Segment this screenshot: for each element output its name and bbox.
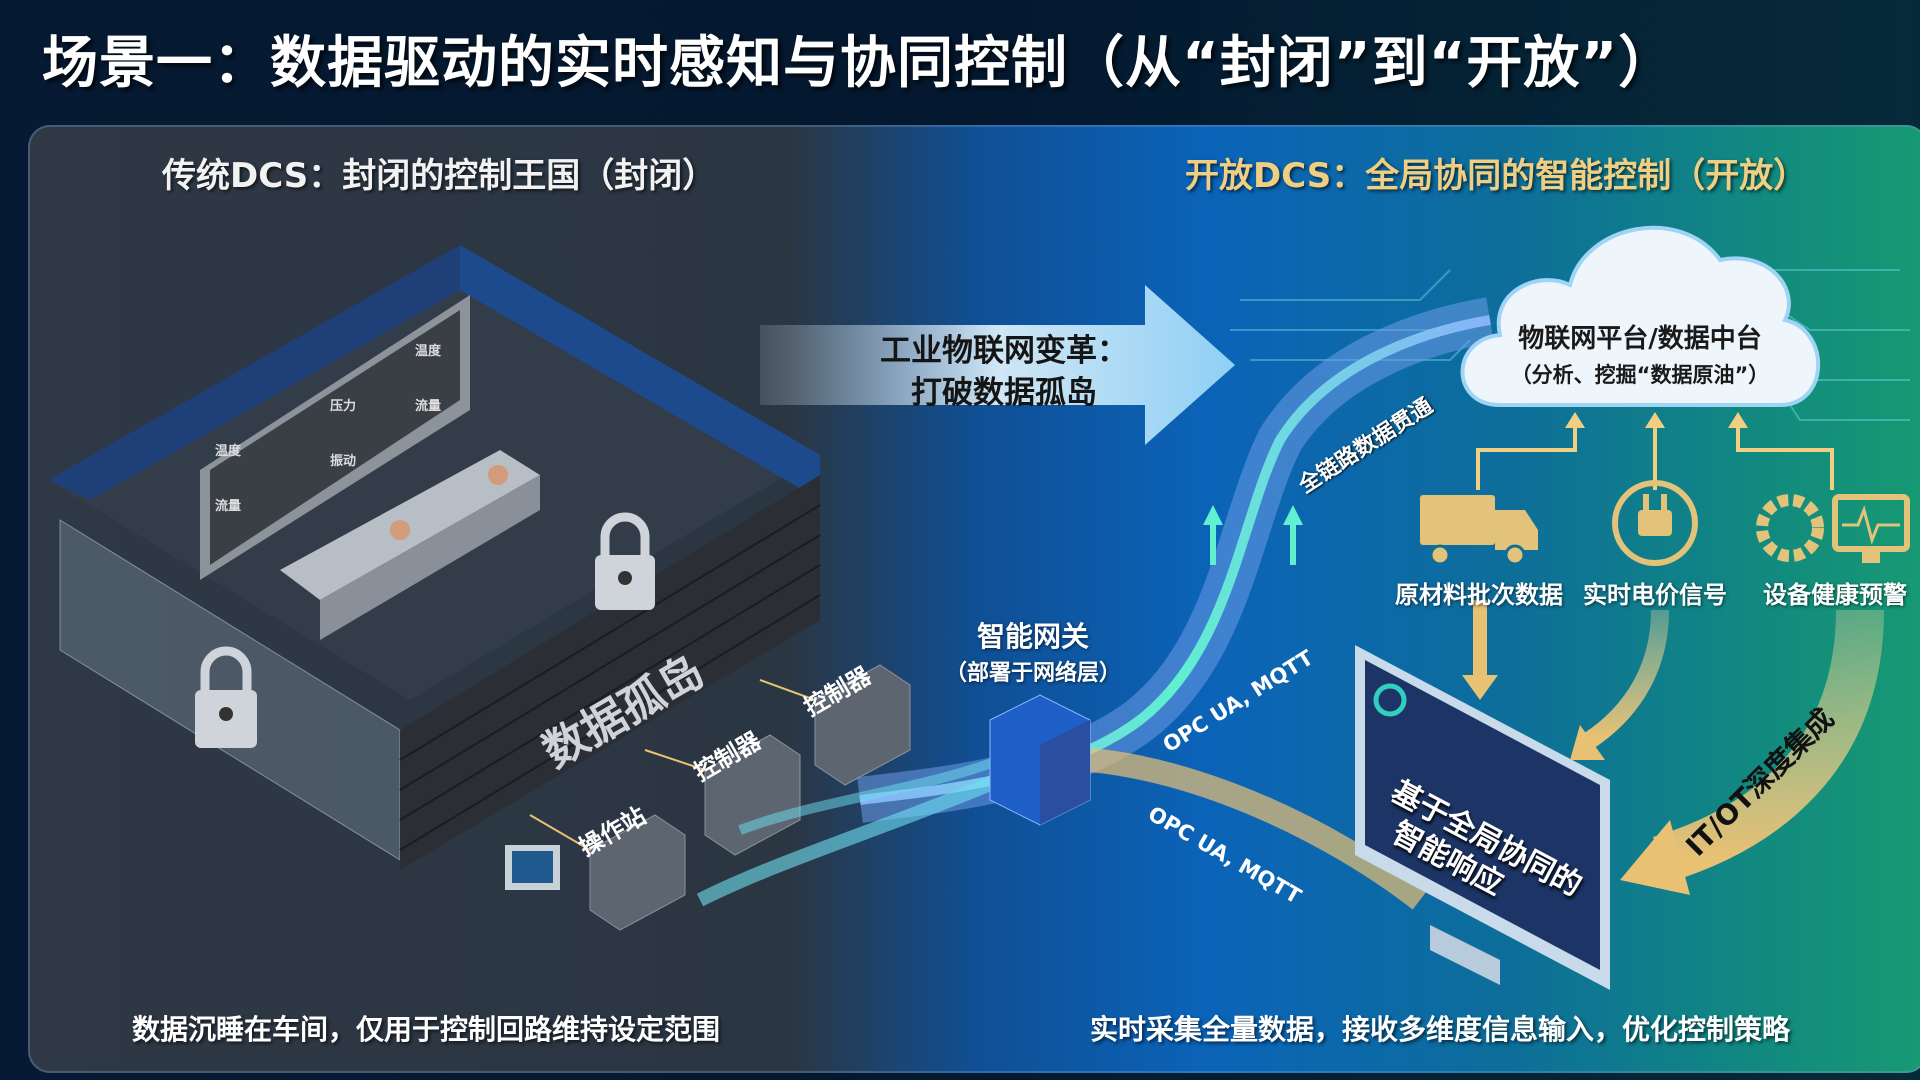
gear-wrench-icon	[1756, 494, 1824, 562]
dashboard-monitor	[1355, 645, 1610, 990]
lock-icon	[195, 646, 257, 748]
gateway-label: 智能网关 （部署于网络层）	[945, 615, 1121, 687]
transformation-arrow	[760, 285, 1235, 445]
control-room	[48, 245, 821, 870]
cloud-platform	[1460, 225, 1821, 407]
brick-wall	[400, 475, 820, 870]
health-monitor-icon	[1832, 494, 1910, 563]
gateway-subtitle: （部署于网络层）	[945, 661, 1122, 686]
source-raw-material: 原材料批次数据	[1395, 581, 1563, 609]
traditional-dcs-header: 传统DCS：封闭的控制王国（封闭）	[162, 156, 717, 196]
cloud-platform-text: 物联网平台/数据中台 （分析、挖掘“数据原油”）	[1475, 318, 1805, 389]
brick-pattern	[399, 504, 821, 851]
iiot-transformation-banner: 工业物联网变革： 打破数据孤岛	[880, 330, 1128, 414]
open-dcs-header: 开放DCS：全局协同的智能控制（开放）	[1185, 156, 1808, 196]
operator-person	[488, 465, 508, 485]
source-electricity-price: 实时电价信号	[1583, 581, 1727, 609]
page-title: 场景一：数据驱动的实时感知与协同控制（从“封闭”到“开放”）	[42, 31, 1676, 96]
operator-station-device	[589, 814, 686, 931]
gateway-title: 智能网关	[977, 620, 1090, 653]
monitor-label: 流量	[215, 499, 242, 514]
banner-line-2: 打破数据孤岛	[911, 375, 1097, 411]
feedback-arrows	[1462, 600, 1884, 895]
smart-gateway-icon	[989, 694, 1091, 826]
controller-device	[704, 734, 801, 856]
upload-arrow-icon	[1283, 505, 1303, 565]
plug-icon	[1612, 480, 1698, 566]
cloud-title: 物联网平台/数据中台	[1518, 324, 1762, 354]
computer-icon	[505, 845, 560, 890]
truck-icon	[1420, 495, 1538, 566]
traditional-footer: 数据沉睡在车间，仅用于控制回路维持设定范围	[132, 1013, 721, 1046]
monitor-label: 温度	[415, 344, 442, 359]
video-wall	[200, 295, 470, 580]
monitor-label: 振动	[330, 454, 357, 469]
field-data-stream	[696, 773, 1003, 907]
field-data-stream	[738, 755, 1002, 835]
operator-person	[390, 520, 410, 540]
monitor-label: 温度	[215, 444, 242, 459]
banner-line-1: 工业物联网变革：	[880, 333, 1128, 369]
donut-chart-icon	[1373, 683, 1407, 717]
open-footer: 实时采集全量数据，接收多维度信息输入，优化控制策略	[1090, 1013, 1791, 1046]
cloud-subtitle: （分析、挖掘“数据原油”）	[1510, 363, 1770, 387]
monitor-label: 压力	[330, 399, 357, 414]
operator-console	[280, 450, 540, 640]
controller-device	[814, 664, 911, 786]
monitor-label: 流量	[415, 399, 442, 414]
lock-icon	[595, 512, 655, 610]
source-to-cloud-arrows	[1476, 425, 1834, 490]
source-equipment-health: 设备健康预警	[1763, 581, 1907, 609]
device-leader-lines	[529, 679, 816, 851]
gold-data-stream	[1088, 748, 1428, 910]
integration-arrow-head	[1620, 820, 1690, 895]
upload-arrow-icon	[1203, 505, 1223, 565]
